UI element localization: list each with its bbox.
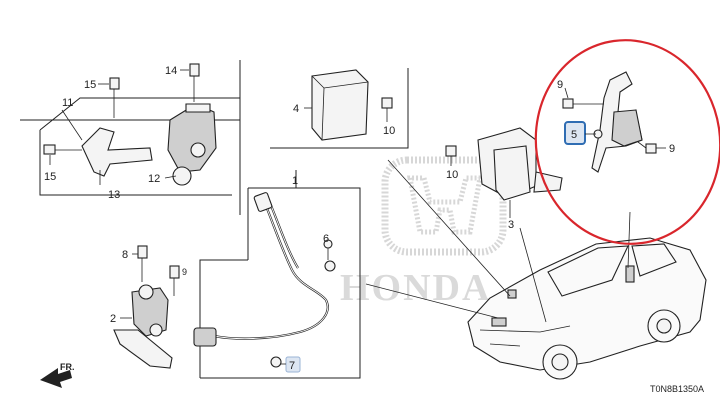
callout-7: 7 [289,360,295,372]
part-14-bolt-icon [180,63,200,102]
part-9a-bolt-icon-right [637,141,666,154]
callout-9-top: 9 [557,79,563,91]
callout-10a: 10 [383,125,395,137]
part-15a-bolt-icon [98,77,120,118]
part-1-wire-harness [193,192,336,368]
part-11-bracket [61,109,153,177]
part-5-sensor-assembly [591,71,643,173]
part-3-bracket-unit [477,127,563,218]
callout-2: 2 [110,313,116,325]
callout-1: 1 [292,175,298,187]
part-4-control-unit [304,69,369,141]
callout-9-right: 9 [669,143,675,155]
part-9-leader [564,87,569,99]
part-10a-bolt-icon [381,97,393,122]
part-12-height-sensor [164,103,217,186]
callout-4: 4 [293,103,299,115]
part-9b-bolt-icon-left [169,265,180,296]
callout-12: 12 [148,173,160,185]
part-6-clip-icon [323,239,333,260]
part-2-rear-height-sensor [113,284,173,369]
callout-8: 8 [122,249,128,261]
callout-13: 13 [108,189,120,201]
callout-6: 6 [323,233,329,245]
callout-14: 14 [165,65,177,77]
callout-7-box [280,356,301,373]
center-frame [270,68,409,149]
callout-10b: 10 [446,169,458,181]
highlight-ellipse [534,39,720,245]
callout-15a: 15 [84,79,96,91]
callout-11: 11 [62,97,73,109]
diagram-code: T0N8B1350A [650,384,704,394]
vehicle-illustration [467,237,707,380]
watermark-text: HONDA [340,267,491,309]
callout-5: 5 [571,129,577,141]
location-leader-lines [365,159,631,323]
part-15b-bolt-icon [43,144,82,165]
callout-9-left: 9 [182,267,187,277]
callout-15b: 15 [44,171,56,183]
honda-logo-watermark: HONDA [340,156,507,309]
front-direction-label: FR. [60,362,75,372]
harness-frame [199,170,361,379]
part-9a-bolt-icon-top [562,98,604,109]
callout-3: 3 [508,219,514,231]
callout-5-box [564,121,596,145]
left-group-frame [20,60,241,215]
front-direction-arrow-icon [40,368,72,388]
part-10b-bolt-icon [445,145,457,166]
part-8-bolt-icon [132,245,148,282]
